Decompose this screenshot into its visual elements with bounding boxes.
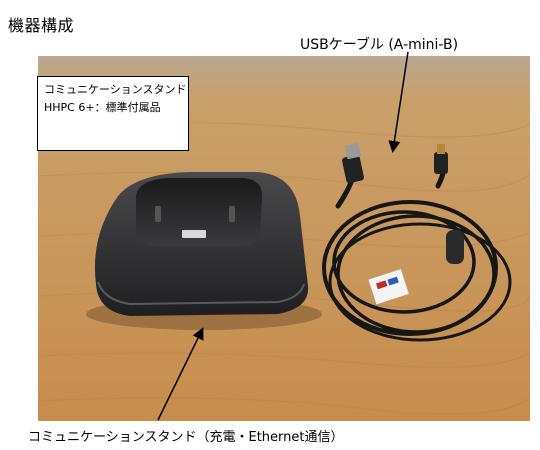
communication-stand (94, 172, 309, 316)
page-title: 機器構成 (8, 16, 75, 35)
ferrite-core (446, 230, 464, 264)
note-line-1: コミュニケーションスタンド (44, 83, 187, 96)
usb-cable-label: USBケーブル (A-mini-B) (300, 37, 459, 53)
stand-label: コミュニケーションスタンド（充電・Ethernet通信） (28, 430, 344, 445)
note-box: コミュニケーションスタンド HHPC 6+：標準付属品 (37, 76, 189, 151)
usb-a-plug (342, 154, 364, 184)
note-line-2: HHPC 6+：標準付属品 (44, 101, 161, 114)
usb-mini-b-plug (434, 152, 448, 174)
product-photo (38, 56, 530, 421)
